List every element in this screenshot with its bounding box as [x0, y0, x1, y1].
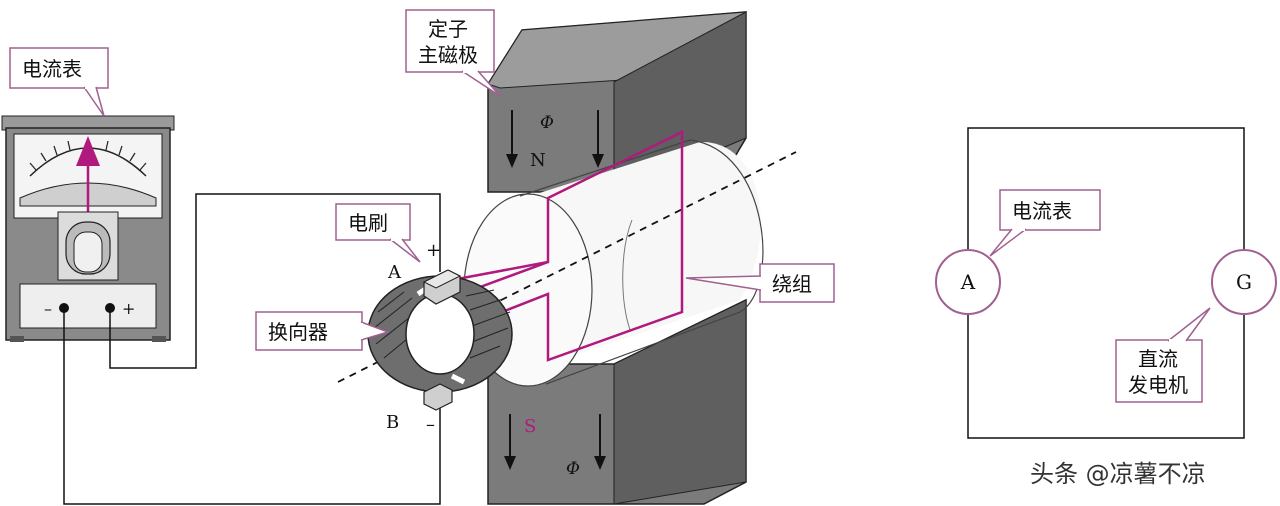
ammeter-label-text: 电流表 [22, 57, 82, 81]
stator-label-line2: 主磁极 [418, 43, 478, 67]
flux-symbol-bottom: Φ [566, 459, 580, 479]
generator-label-line2: 发电机 [1128, 373, 1188, 397]
ammeter-label: 电流表 [9, 47, 109, 117]
brush-label: 电刷 [335, 203, 421, 263]
ammeter-symbol-letter: A [960, 270, 976, 294]
meter-minus-sign: – [44, 299, 52, 318]
ammeter-symbol [935, 249, 1001, 315]
armature-winding [451, 129, 684, 362]
winding-label: 绕组 [685, 263, 835, 303]
ammeter-right-label: 电流表 [989, 189, 1101, 257]
ammeter-instrument: – + [1, 115, 175, 342]
meter-plus-sign: + [122, 299, 135, 318]
needle-arrow [76, 136, 100, 166]
generator-label-line1: 直流 [1138, 347, 1178, 371]
circuit-wires [63, 193, 441, 505]
ammeter-right-label-text: 电流表 [1012, 199, 1072, 223]
stator-label: 定子 主磁极 [405, 9, 501, 97]
brush-a [422, 269, 462, 305]
commutator-label-text: 换向器 [268, 320, 328, 344]
brush-label-text: 电刷 [348, 211, 388, 235]
generator-symbol [1211, 249, 1277, 315]
dial-ticks [29, 140, 147, 171]
brush-a-label: A [387, 262, 402, 283]
winding-label-text: 绕组 [772, 272, 812, 296]
schematic-circuit: A G [935, 127, 1277, 439]
flux-symbol-top: Φ [540, 113, 554, 133]
stator-label-line1: 定子 [428, 17, 468, 41]
meter-terminal-minus [59, 303, 69, 313]
brush-b-label: B [386, 412, 399, 433]
generator-symbol-letter: G [1236, 270, 1252, 294]
generator-label: 直流 发电机 [1115, 307, 1211, 403]
stator-south-pole: S Φ [487, 298, 747, 505]
positive-terminal: + [426, 240, 441, 261]
meter-terminal-plus [105, 303, 115, 313]
watermark: 头条 @凉薯不凉 [1030, 460, 1206, 488]
north-pole-label: N [530, 150, 546, 171]
negative-terminal: – [426, 414, 435, 435]
brush-b [423, 383, 453, 411]
south-pole-label: S [524, 416, 536, 437]
commutator-label: 换向器 [255, 311, 391, 351]
